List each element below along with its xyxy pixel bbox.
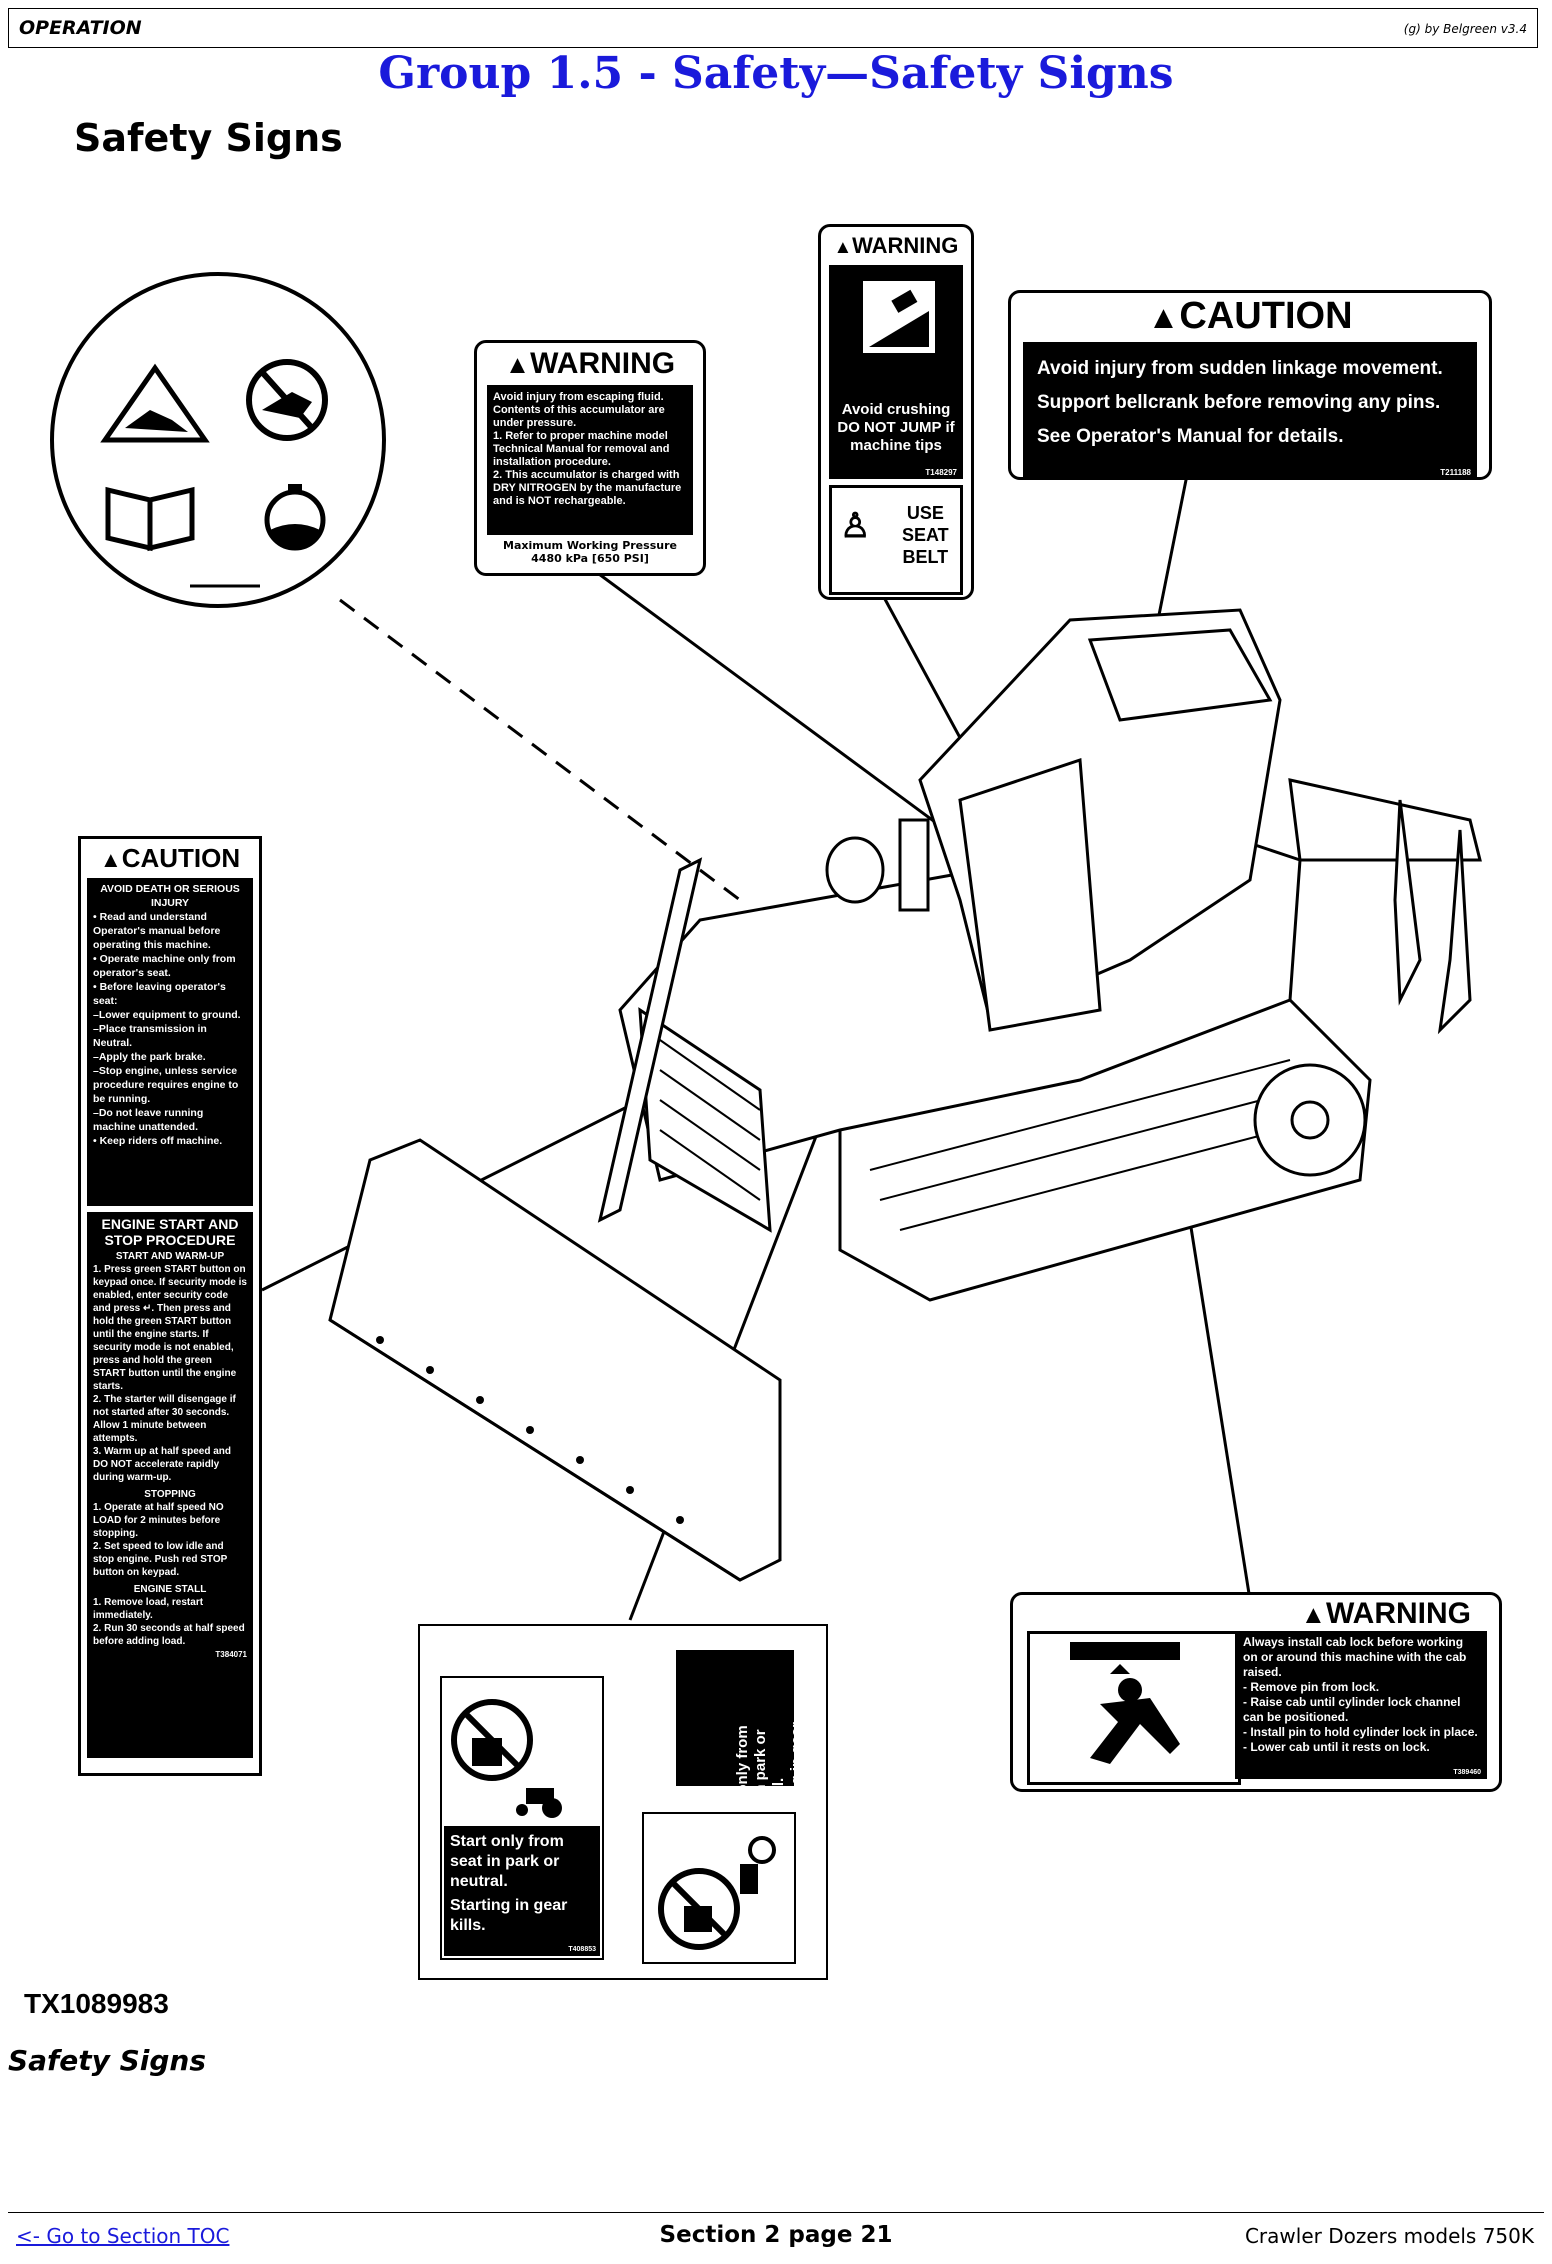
belt-text: SEAT [902, 525, 949, 545]
caution-item: • Operate machine only from operator's s… [93, 953, 236, 979]
seat-belt-panel: ♙ USE SEAT BELT [829, 485, 963, 595]
pressure-rating: Maximum Working Pressure 4480 kPa [650 P… [503, 539, 677, 565]
caution-line: Support bellcrank before removing any pi… [1037, 392, 1441, 413]
accumulator-warning-sign: ▲WARNING Avoid injury from escaping flui… [474, 340, 706, 576]
procedure-item: 2. The starter will disengage if not sta… [93, 1394, 236, 1444]
sign-code: T408853 [568, 1946, 596, 1953]
linkage-caution-body: Avoid injury from sudden linkage movemen… [1023, 342, 1477, 478]
signal-word: WARNING [1326, 1597, 1471, 1630]
caution-item: • Keep riders off machine. [93, 1135, 223, 1147]
section-toc-link[interactable]: <- Go to Section TOC [16, 2224, 230, 2248]
start-sign-vertical: Start only from seat in park or neutral.… [440, 1676, 604, 1960]
page-header: OPERATION (g) by Belgreen v3.4 [8, 8, 1538, 48]
sign-code: T384071 [215, 1650, 247, 1659]
crawler-dozer-drawing [328, 608, 1482, 1582]
linkage-caution-sign: ▲CAUTION Avoid injury from sudden linkag… [1008, 290, 1492, 480]
caution-item: –Place transmission in Neutral. [93, 1023, 207, 1049]
no-start-gear-icon [658, 1836, 776, 1950]
stall-title: ENGINE STALL [133, 1584, 207, 1595]
figure-id: TX1089983 [24, 1988, 169, 2019]
page-number: Section 2 page 21 [659, 2222, 893, 2248]
cab-crush-icon [1027, 1631, 1241, 1785]
procedure-item: 1. Remove load, restart immediately. [93, 1597, 204, 1621]
footer-divider [8, 2212, 1544, 2213]
figure-caption: Safety Signs [8, 2044, 207, 2077]
engine-procedure-body: ENGINE START AND STOP PROCEDURE START AN… [87, 1212, 253, 1758]
sign-code: T389460 [1453, 1769, 1481, 1776]
crush-warning-body: Avoid crushing DO NOT JUMP if machine ti… [829, 265, 963, 479]
procedure-item: 3. Warm up at half speed and DO NOT acce… [93, 1446, 231, 1483]
caution-title: AVOID DEATH OR SERIOUS INJURY [100, 883, 240, 909]
caution-item: –Do not leave running machine unattended… [93, 1107, 204, 1133]
procedure-item: 2. Set speed to low idle and stop engine… [93, 1541, 228, 1578]
crush-warning-text: Avoid crushing DO NOT JUMP if machine ti… [837, 401, 955, 454]
operator-caution-sign: ▲CAUTION AVOID DEATH OR SERIOUS INJURY •… [78, 836, 262, 1776]
section-heading: Safety Signs [74, 116, 343, 160]
warning-line: Avoid injury from escaping fluid. Conten… [493, 391, 665, 429]
start-title: START AND WARM-UP [115, 1251, 225, 1262]
procedure-item: 1. Operate at half speed NO LOAD for 2 m… [93, 1502, 224, 1539]
model-name: Crawler Dozers models 750K [1244, 2224, 1534, 2248]
caution-item: –Stop engine, unless service procedure r… [93, 1065, 239, 1105]
procedure-item: 1. Press green START button on keypad on… [93, 1264, 247, 1392]
warning-line: 2. This accumulator is charged with DRY … [493, 469, 682, 507]
caution-item: –Lower equipment to ground. [93, 1009, 241, 1021]
signal-word: WARNING [852, 233, 959, 258]
no-start-icon [451, 1699, 562, 1818]
warning-line: - Lower cab until it rests on lock. [1243, 1740, 1430, 1754]
seat-belt-icon: ♙ [840, 507, 871, 545]
operator-caution-body: AVOID DEATH OR SERIOUS INJURY • Read and… [87, 878, 253, 1206]
no-jump-icon [246, 359, 328, 441]
start-sign-text: Start only from seat in park or neutral.… [444, 1826, 600, 1956]
caution-line: See Operator's Manual for details. [1037, 426, 1344, 447]
warning-line: Always install cab lock before working o… [1243, 1635, 1467, 1679]
belt-text: BELT [902, 547, 949, 567]
caution-item: –Apply the park brake. [93, 1051, 206, 1063]
start-sign-rotated: Start only from seat in park or neutral.… [676, 1650, 794, 1786]
signal-word: WARNING [530, 347, 676, 380]
caution-line: Avoid injury from sudden linkage movemen… [1037, 358, 1443, 379]
caution-item: • Read and understand Operator's manual … [93, 911, 221, 951]
header-section: OPERATION [19, 17, 142, 39]
fluid-level-icon [264, 484, 326, 551]
start-text: Start only from seat in park or neutral. [450, 1833, 564, 1890]
pictogram-circle [50, 272, 386, 608]
cab-warning-body: Always install cab lock before working o… [1235, 1631, 1487, 1779]
signal-word: CAUTION [1179, 295, 1353, 337]
sign-code: T148297 [925, 468, 957, 477]
stop-title: STOPPING [144, 1489, 196, 1500]
accumulator-warning-body: Avoid injury from escaping fluid. Conten… [487, 385, 693, 535]
start-text-rotated: Start only from seat in park or neutral. [734, 1725, 787, 1786]
warning-line: - Raise cab until cylinder lock channel … [1243, 1695, 1461, 1724]
crush-warning-sign: ▲WARNING Avoid crushing DO NOT JUMP if m… [818, 224, 974, 600]
start-text-rotated: Starting in gear kills. [788, 1721, 794, 1786]
procedure-item: 2. Run 30 seconds at half speed before a… [93, 1623, 245, 1647]
start-only-signs: Start only from seat in park or neutral.… [418, 1624, 828, 1980]
manual-icon [105, 486, 195, 552]
header-credit: (g) by Belgreen v3.4 [1403, 22, 1527, 36]
cab-lock-warning-sign: ▲WARNING Always install cab lock before … [1010, 1592, 1502, 1792]
start-sign-icon-panel [642, 1812, 796, 1964]
signal-word: CAUTION [121, 843, 241, 873]
machine-tip-icon [863, 281, 935, 353]
sign-code: T211188 [1440, 468, 1471, 477]
leader-line-pictograms [339, 598, 741, 902]
leader-line-accumulator [579, 558, 1001, 872]
caution-item: • Before leaving operator's seat: [93, 981, 226, 1007]
page-title: Group 1.5 - Safety—Safety Signs [378, 48, 1174, 99]
engine-title: ENGINE START AND STOP PROCEDURE [101, 1216, 239, 1248]
belt-text: USE [906, 503, 944, 523]
start-text: Starting in gear kills. [450, 1897, 568, 1934]
warning-line: - Install pin to hold cylinder lock in p… [1243, 1725, 1478, 1739]
crush-hazard-icon [100, 363, 210, 443]
warning-line: 1. Refer to proper machine model Technic… [493, 430, 670, 468]
warning-line: - Remove pin from lock. [1243, 1680, 1380, 1694]
